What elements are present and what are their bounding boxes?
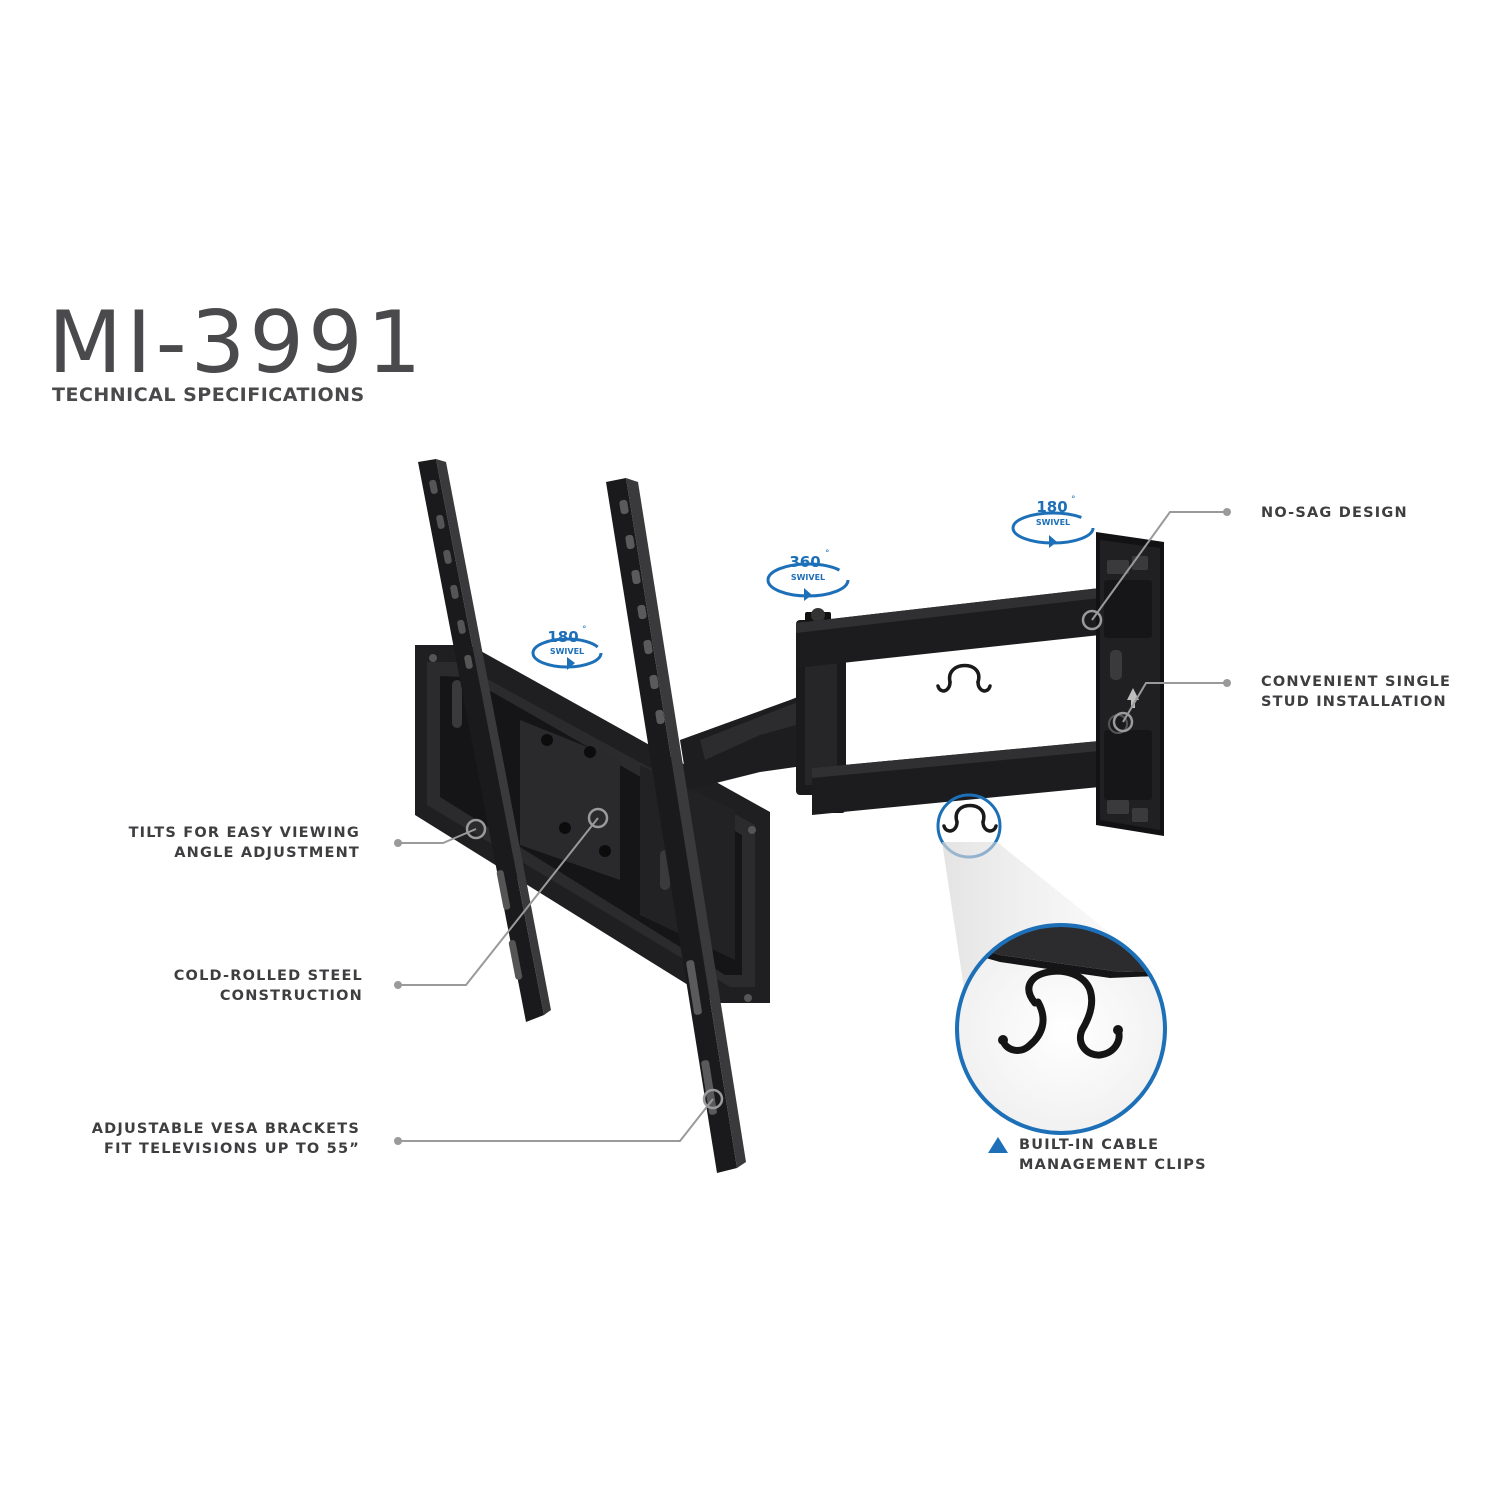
swivel-badge: 360 ° SWIVEL: [766, 549, 850, 601]
callout-tilt: TILTS FOR EASY VIEWING ANGLE ADJUSTMENT: [128, 825, 360, 861]
svg-text:°: °: [825, 549, 830, 559]
vesa-bracket-right: [606, 478, 746, 1173]
page-subtitle: TECHNICAL SPECIFICATIONS: [52, 384, 365, 406]
cable-clip-icon: [942, 803, 998, 833]
swivel-degrees: 360: [789, 553, 820, 571]
leader-rings: [465, 609, 1134, 1110]
triangle-bullet-icon: [988, 1137, 1008, 1153]
swivel-degrees: 180: [547, 628, 578, 646]
clip-magnifier: [936, 793, 1167, 1135]
callout-steel: COLD-ROLLED STEEL CONSTRUCTION: [173, 968, 363, 1004]
callout-vesa: ADJUSTABLE VESA BRACKETS FIT TELEVISIONS…: [91, 1121, 360, 1157]
svg-text:°: °: [1071, 495, 1076, 505]
swivel-label: SWIVEL: [550, 647, 584, 656]
swivel-degrees: 180: [1036, 498, 1067, 516]
swivel-label: SWIVEL: [1036, 518, 1070, 527]
leader-dots: [394, 508, 1231, 1145]
cable-clip-icon: [936, 663, 992, 693]
vesa-bracket-left: [418, 459, 551, 1022]
swivel-badge: 180 ° SWIVEL: [531, 625, 603, 670]
stud-arrow-icon: [1127, 688, 1139, 700]
swivel-badge: 180 ° SWIVEL: [1011, 495, 1095, 548]
model-title: MI-3991: [48, 293, 426, 393]
swing-arm: [680, 588, 1126, 815]
wall-plate: [1096, 532, 1164, 836]
callout-cable: BUILT-IN CABLE MANAGEMENT CLIPS: [1019, 1137, 1207, 1173]
leader-lines: [398, 511, 1226, 1142]
swivel-label: SWIVEL: [791, 573, 825, 582]
callout-stud: CONVENIENT SINGLE STUD INSTALLATION: [1261, 674, 1452, 710]
callout-no-sag: NO-SAG DESIGN: [1261, 505, 1408, 521]
svg-text:°: °: [582, 625, 587, 635]
